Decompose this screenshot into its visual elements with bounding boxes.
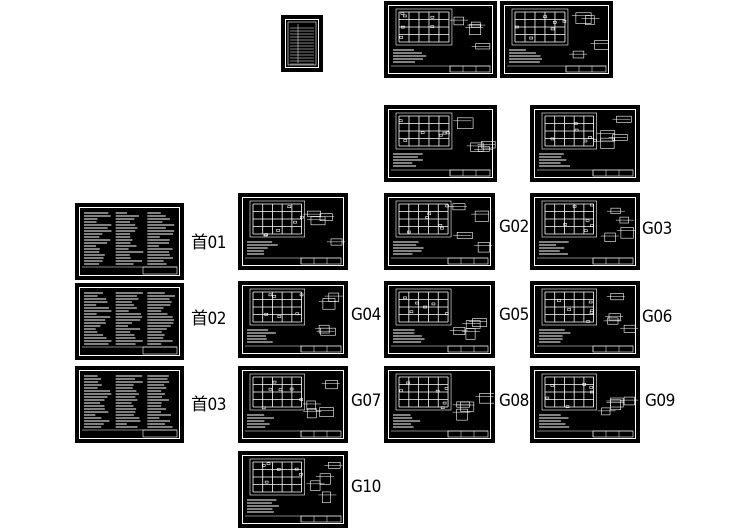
sheet-linework: [245, 288, 343, 353]
sheet-linework: [391, 112, 496, 177]
label-g10: G10: [351, 477, 381, 497]
sheet-linework: [245, 373, 342, 438]
label-g09: G09: [645, 391, 675, 411]
label-s02: 首02: [191, 309, 226, 329]
label-g06: G06: [642, 307, 672, 327]
sheet-g09[interactable]: [530, 366, 640, 443]
sheet-g04[interactable]: [238, 281, 348, 358]
sheet-top-1[interactable]: [384, 1, 497, 78]
sheet-g01[interactable]: [238, 193, 348, 270]
sheet-s01[interactable]: [75, 203, 184, 280]
sheet-linework: [537, 288, 639, 353]
sheet-top-2[interactable]: [500, 1, 613, 78]
sheet-g07[interactable]: [238, 366, 348, 443]
sheet-s02[interactable]: [75, 283, 184, 360]
sheet-g00b[interactable]: [530, 105, 640, 182]
sheet-g02[interactable]: [384, 193, 495, 270]
sheet-linework: [245, 458, 343, 523]
label-s03: 首03: [191, 395, 226, 415]
sheet-linework: [537, 373, 639, 438]
label-g04: G04: [351, 305, 381, 325]
sheet-g08[interactable]: [384, 366, 495, 443]
sheet-s03[interactable]: [75, 366, 184, 443]
sheet-linework: [391, 200, 493, 265]
sheet-linework: [82, 375, 178, 438]
sheet-linework: [82, 212, 178, 275]
sheet-linework: [391, 288, 489, 353]
label-g02: G02: [499, 217, 529, 237]
sheet-g10[interactable]: [238, 451, 348, 528]
label-g05: G05: [499, 305, 529, 325]
label-g07: G07: [351, 391, 381, 411]
sheet-g06[interactable]: [530, 281, 640, 358]
label-g03: G03: [642, 219, 672, 239]
label-g08: G08: [499, 391, 529, 411]
sheet-g05[interactable]: [384, 281, 495, 358]
sheet-linework: [82, 292, 178, 355]
sheet-linework: [391, 8, 491, 73]
sheet-linework: [287, 21, 317, 66]
sheet-linework: [245, 200, 345, 265]
sheet-g00a[interactable]: [384, 105, 497, 182]
sheet-linework: [537, 200, 635, 265]
sheet-linework: [391, 373, 494, 438]
sheet-linework: [537, 112, 634, 177]
label-s01: 首01: [191, 233, 226, 253]
sheet-linework: [507, 8, 609, 73]
drawing-index-sheet[interactable]: [281, 15, 323, 72]
sheet-g03[interactable]: [530, 193, 640, 270]
